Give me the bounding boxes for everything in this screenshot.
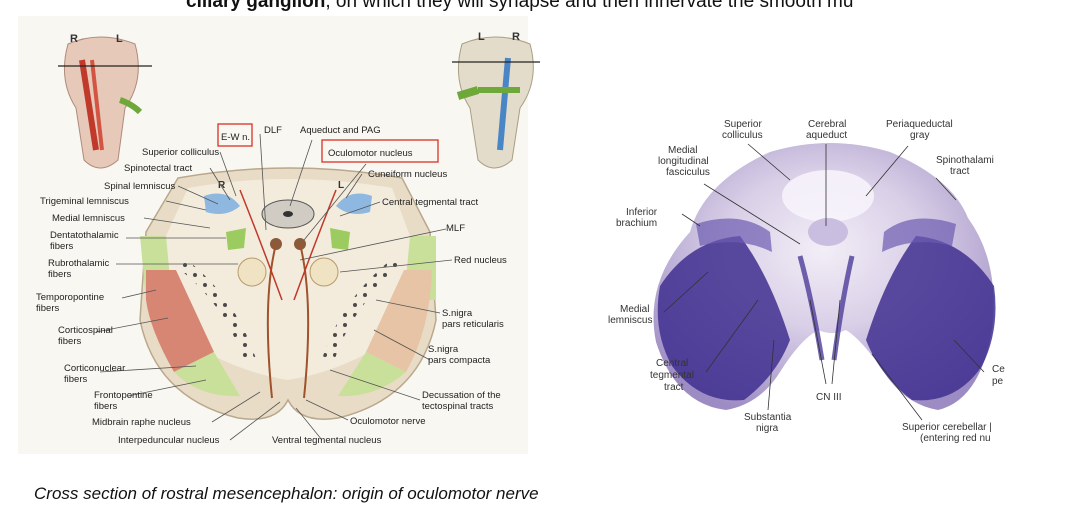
label-corticonuclear-2: fibers [64,374,87,385]
label-superior-colliculus: Superior colliculus [142,147,219,158]
top-text-fragment: ciliary ganglion, on which they will syn… [186,0,853,13]
label-cerebral-aqueduct-2: aqueduct [806,130,847,141]
label-mlf-r3: fasciculus [666,167,710,178]
label-spinotectal: Spinotectal tract [124,163,192,174]
label-central-tegmental-r3: tract [664,382,684,393]
label-inferior-brachium-1: Inferior [626,207,658,218]
label-ce-2: pe [992,376,1004,387]
label-ce-1: Ce [992,364,1005,375]
top-text-rest: , on which they will synapse and then in… [325,0,854,12]
label-dentatothalamic-1: Dentatothalamic [50,230,119,241]
label-cerebral-aqueduct-1: Cerebral [808,119,846,130]
label-oculomotor-nerve: Oculomotor nerve [350,416,426,427]
label-spinothalamic-2: tract [950,166,970,177]
label-mlf: MLF [446,223,465,234]
thumb-right-r: R [512,31,520,43]
label-snigra-comp-1: S.nigra [428,344,459,355]
thumb-right-l: L [478,31,485,43]
label-temporopontine-2: fibers [36,303,59,314]
ew-highlight-box [217,123,253,147]
label-dentatothalamic-2: fibers [50,241,73,252]
left-leader-lines [95,133,453,441]
label-decussation-1: Decussation of the [422,390,501,401]
figure-caption: Cross section of rostral mesencephalon: … [34,484,539,503]
label-medial-lemniscus-r2: lemniscus [608,315,652,326]
label-oculomotor-nucleus: Oculomotor nucleus [328,148,413,159]
right-leader-lines [663,143,985,421]
label-medial-lemniscus-r1: Medial [620,304,649,315]
label-cn3: CN III [816,392,842,403]
label-corticospinal-2: fibers [58,336,81,347]
label-mlf-r2: longitudinal [658,156,709,167]
label-temporopontine-1: Temporopontine [36,292,104,303]
label-central-tegmental-r1: Central [656,358,688,369]
label-rubrothalamic-1: Rubrothalamic [48,258,109,269]
label-superior-cerebellar-1: Superior cerebellar | [902,422,992,433]
left-labels: E-W n. DLF Aqueduct and PAG Superior col… [36,125,507,446]
brainstem-thumbnail-left: R L [58,33,152,169]
label-pag-2: gray [910,130,929,141]
label-dlf: DLF [264,125,282,136]
label-rubrothalamic-2: fibers [48,269,71,280]
tegmentum-area [166,179,410,380]
label-central-tegmental-r2: tegmental [650,370,694,381]
section-side-r: R [218,180,226,191]
label-spinothalamic-1: Spinothalami [936,155,994,166]
label-superior-colliculus-r1: Superior [724,119,762,130]
label-medial-lemniscus: Medial lemniscus [52,213,125,224]
label-corticonuclear-1: Corticonuclear [64,363,125,374]
label-central-tegmental: Central tegmental tract [382,197,478,208]
left-anatomy-figure: R L L R [18,16,540,454]
thumb-left-l: L [116,33,123,45]
label-midbrain-raphe: Midbrain raphe nucleus [92,417,191,428]
label-trigeminal-lemniscus: Trigeminal lemniscus [40,196,129,207]
label-spinal-lemniscus: Spinal lemniscus [104,181,176,192]
label-substantia-nigra-1: Substantia [744,412,792,423]
label-decussation-2: tectospinal tracts [422,401,494,412]
label-aqueduct: Aqueduct and PAG [300,125,381,136]
label-frontopontine-2: fibers [94,401,117,412]
label-pag-1: Periaqueductal [886,119,953,130]
brainstem-thumbnail-right: L R [452,31,540,169]
section-side-l: L [338,180,344,191]
label-snigra-comp-2: pars compacta [428,355,491,366]
label-snigra-ret-2: pars reticularis [442,319,504,330]
label-interpeduncular: Interpeduncular nucleus [118,435,220,446]
label-superior-colliculus-r2: colliculus [722,130,763,141]
label-substantia-nigra-2: nigra [756,423,779,434]
right-histology-figure: Superior colliculus Cerebral aqueduct Pe… [608,119,1005,444]
label-snigra-ret-1: S.nigra [442,308,473,319]
label-red-nucleus: Red nucleus [454,255,507,266]
label-mlf-r1: Medial [668,145,697,156]
label-superior-cerebellar-2: (entering red nu [920,433,991,444]
oculomotor-highlight-box [321,139,439,163]
label-cuneiform: Cuneiform nucleus [368,169,447,180]
midbrain-section: R L [139,167,437,420]
label-inferior-brachium-2: brachium [616,218,657,229]
thumb-left-r: R [70,33,78,45]
corticospinal-region-left [146,270,214,372]
label-ew: E-W n. [221,132,250,143]
right-labels: Superior colliculus Cerebral aqueduct Pe… [608,119,1005,444]
label-ventral-tegmental: Ventral tegmental nucleus [272,435,382,446]
label-corticospinal-1: Corticospinal [58,325,113,336]
label-frontopontine-1: Frontopontine [94,390,153,401]
top-text-bold: ciliary ganglion [186,0,326,12]
